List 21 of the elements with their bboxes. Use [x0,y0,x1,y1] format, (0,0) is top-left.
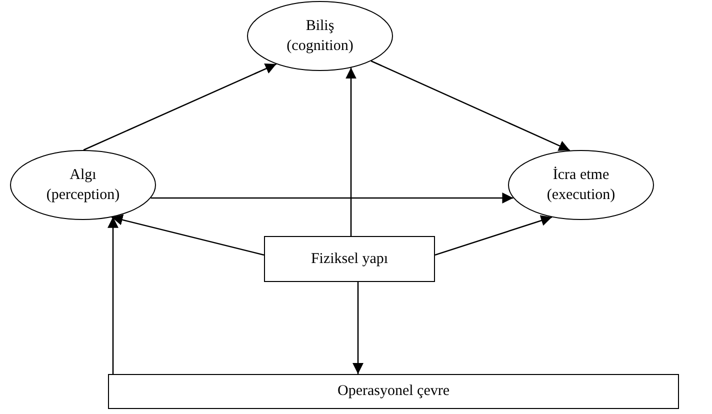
arrow [434,215,552,256]
node-label: İcra etme [552,166,610,185]
process-ellipse [508,150,654,220]
process-ellipse [10,150,156,220]
arrow [108,216,118,374]
node-label: Biliş [306,16,334,36]
arrow [370,60,570,151]
arrow [150,192,514,204]
node-sublabel: (execution) [546,186,616,205]
arrow [83,63,277,151]
process-box [264,236,435,282]
process-ellipse [247,1,393,71]
process-box [108,374,679,409]
node-sublabel: (cognition) [286,37,354,56]
node-sublabel: (perception) [46,186,120,205]
node-label: Operasyonel çevre [337,382,450,402]
arrow [346,68,356,236]
node-label: Fiziksel yapı [310,250,388,269]
arrow [352,282,364,374]
arrow [112,214,264,256]
node-label: Algı [70,166,96,185]
